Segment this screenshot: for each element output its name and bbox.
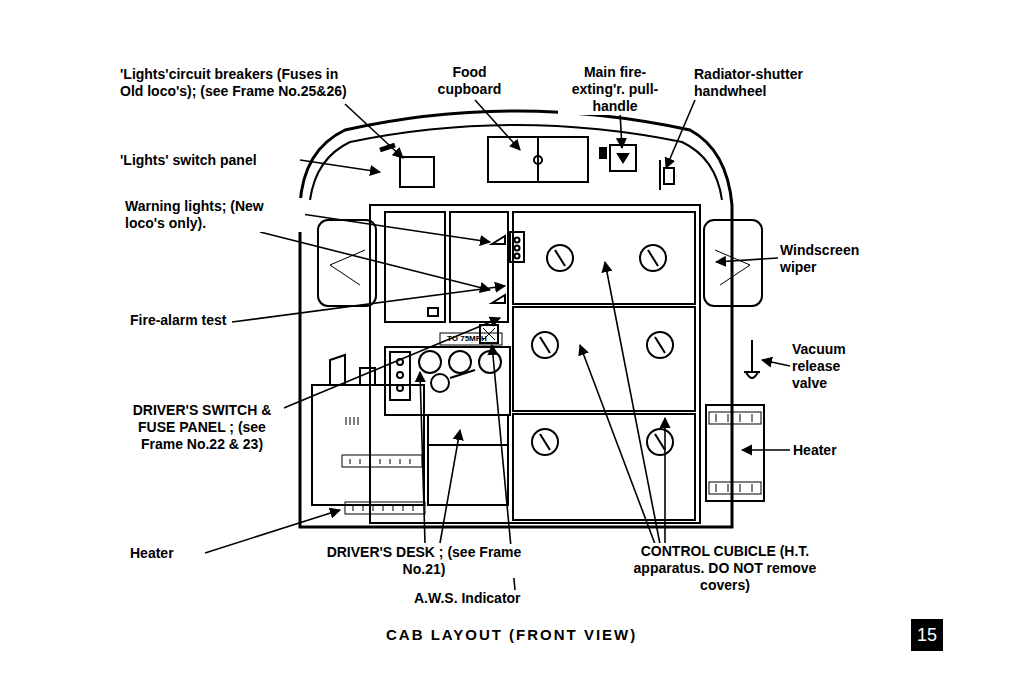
page-number: 15 bbox=[917, 625, 937, 646]
callout-label: Windscreen wiper bbox=[778, 242, 897, 276]
callout-label: Main fire-exting'r. pull-handle bbox=[558, 64, 672, 115]
callout-label: Warning lights; (New loco's only). bbox=[123, 198, 305, 232]
callout-label: A.W.S. Indicator bbox=[412, 590, 523, 607]
callout-label: DRIVER'S SWITCH & FUSE PANEL ; (see Fram… bbox=[120, 402, 284, 453]
plate-text: TO 75MPH bbox=[447, 334, 487, 344]
callout-label: Fire-alarm test bbox=[128, 312, 228, 329]
callout-label: Heater bbox=[791, 442, 839, 459]
callout-label: 'Lights' switch panel bbox=[118, 152, 259, 169]
callout-label: Heater bbox=[128, 545, 176, 562]
diagram-title: CAB LAYOUT (FRONT VIEW) bbox=[386, 626, 637, 643]
callout-label: Food cupboard bbox=[420, 64, 519, 98]
callout-label: CONTROL CUBICLE (H.T. apparatus. DO NOT … bbox=[612, 543, 838, 594]
page-number-box: 15 bbox=[911, 619, 943, 651]
callout-label: Radiator-shutter handwheel bbox=[692, 66, 871, 100]
callout-label: DRIVER'S DESK ; (see Frame No.21) bbox=[322, 544, 526, 578]
callout-label: 'Lights'circuit breakers (Fuses in Old l… bbox=[118, 66, 354, 100]
callout-label: Vacuum release valve bbox=[790, 341, 876, 392]
